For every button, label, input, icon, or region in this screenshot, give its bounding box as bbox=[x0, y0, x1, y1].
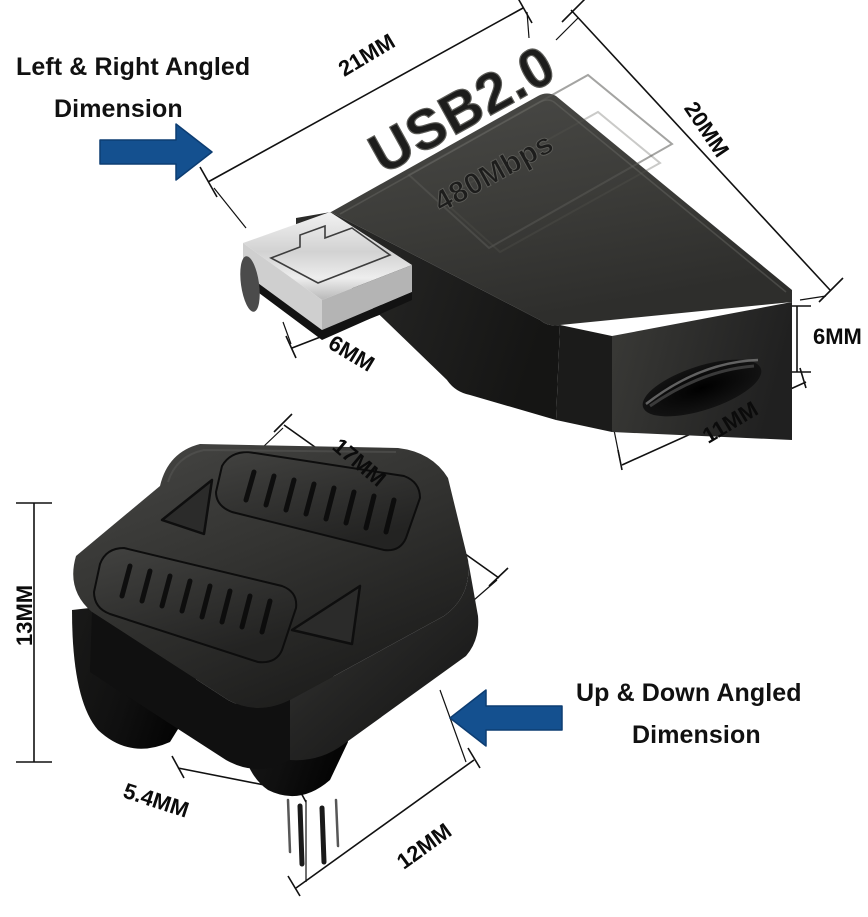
leader-line-11mm bbox=[613, 429, 621, 461]
product-up-down-angled bbox=[16, 413, 509, 897]
caption-up-down-angled: Up & Down Angled Dimension bbox=[576, 672, 802, 756]
triangle-arrow-down-icon bbox=[290, 584, 362, 646]
dimension-line-20mm bbox=[561, 0, 844, 303]
leader-line-21mm bbox=[213, 11, 530, 229]
micro-usb-male-plug bbox=[240, 212, 412, 340]
dimension-label-6mm-right: 6MM bbox=[813, 324, 862, 349]
adapter2-front-face bbox=[90, 612, 290, 769]
adapter-right-inner-face bbox=[556, 325, 612, 432]
usb-c-female-port bbox=[642, 358, 762, 417]
dimension-label-13mm: 13MM bbox=[12, 584, 37, 646]
dimension-line-12mm bbox=[287, 747, 481, 897]
adapter2-plug-pin-edges bbox=[286, 798, 340, 854]
arrow-left-icon bbox=[449, 689, 563, 747]
leader-line-12mm bbox=[305, 689, 467, 882]
emboss-plate-inner bbox=[439, 110, 662, 254]
adapter2-plug-pins bbox=[297, 803, 327, 867]
caption-left-right-line1: Left & Right Angled bbox=[16, 53, 251, 81]
adapter2-edge-highlight bbox=[167, 448, 397, 483]
adapter2-grip-pad-rear bbox=[214, 450, 422, 552]
dimension-line-13mm bbox=[16, 502, 52, 763]
emboss-plate-outline bbox=[407, 73, 674, 250]
caption-up-down-line2: Dimension bbox=[632, 721, 761, 749]
caption-up-down-line1: Up & Down Angled bbox=[576, 679, 802, 707]
leader-line-17mm bbox=[261, 427, 498, 601]
adapter-top-face bbox=[331, 93, 792, 326]
leader-line-20mm bbox=[555, 17, 827, 301]
adapter-edge-highlight bbox=[339, 99, 787, 293]
adapter2-grip-pad-front bbox=[92, 546, 298, 664]
arrow-right-icon bbox=[99, 123, 213, 181]
caption-left-right-angled: Left & Right Angled Dimension bbox=[16, 46, 250, 130]
adapter2-right-face bbox=[290, 560, 479, 761]
triangle-arrow-up-icon bbox=[160, 478, 214, 536]
dimension-line-21mm bbox=[199, 0, 533, 198]
product-left-right-angled: USB2.0 480Mbps bbox=[199, 0, 844, 471]
caption-left-right-line2: Dimension bbox=[54, 95, 183, 123]
